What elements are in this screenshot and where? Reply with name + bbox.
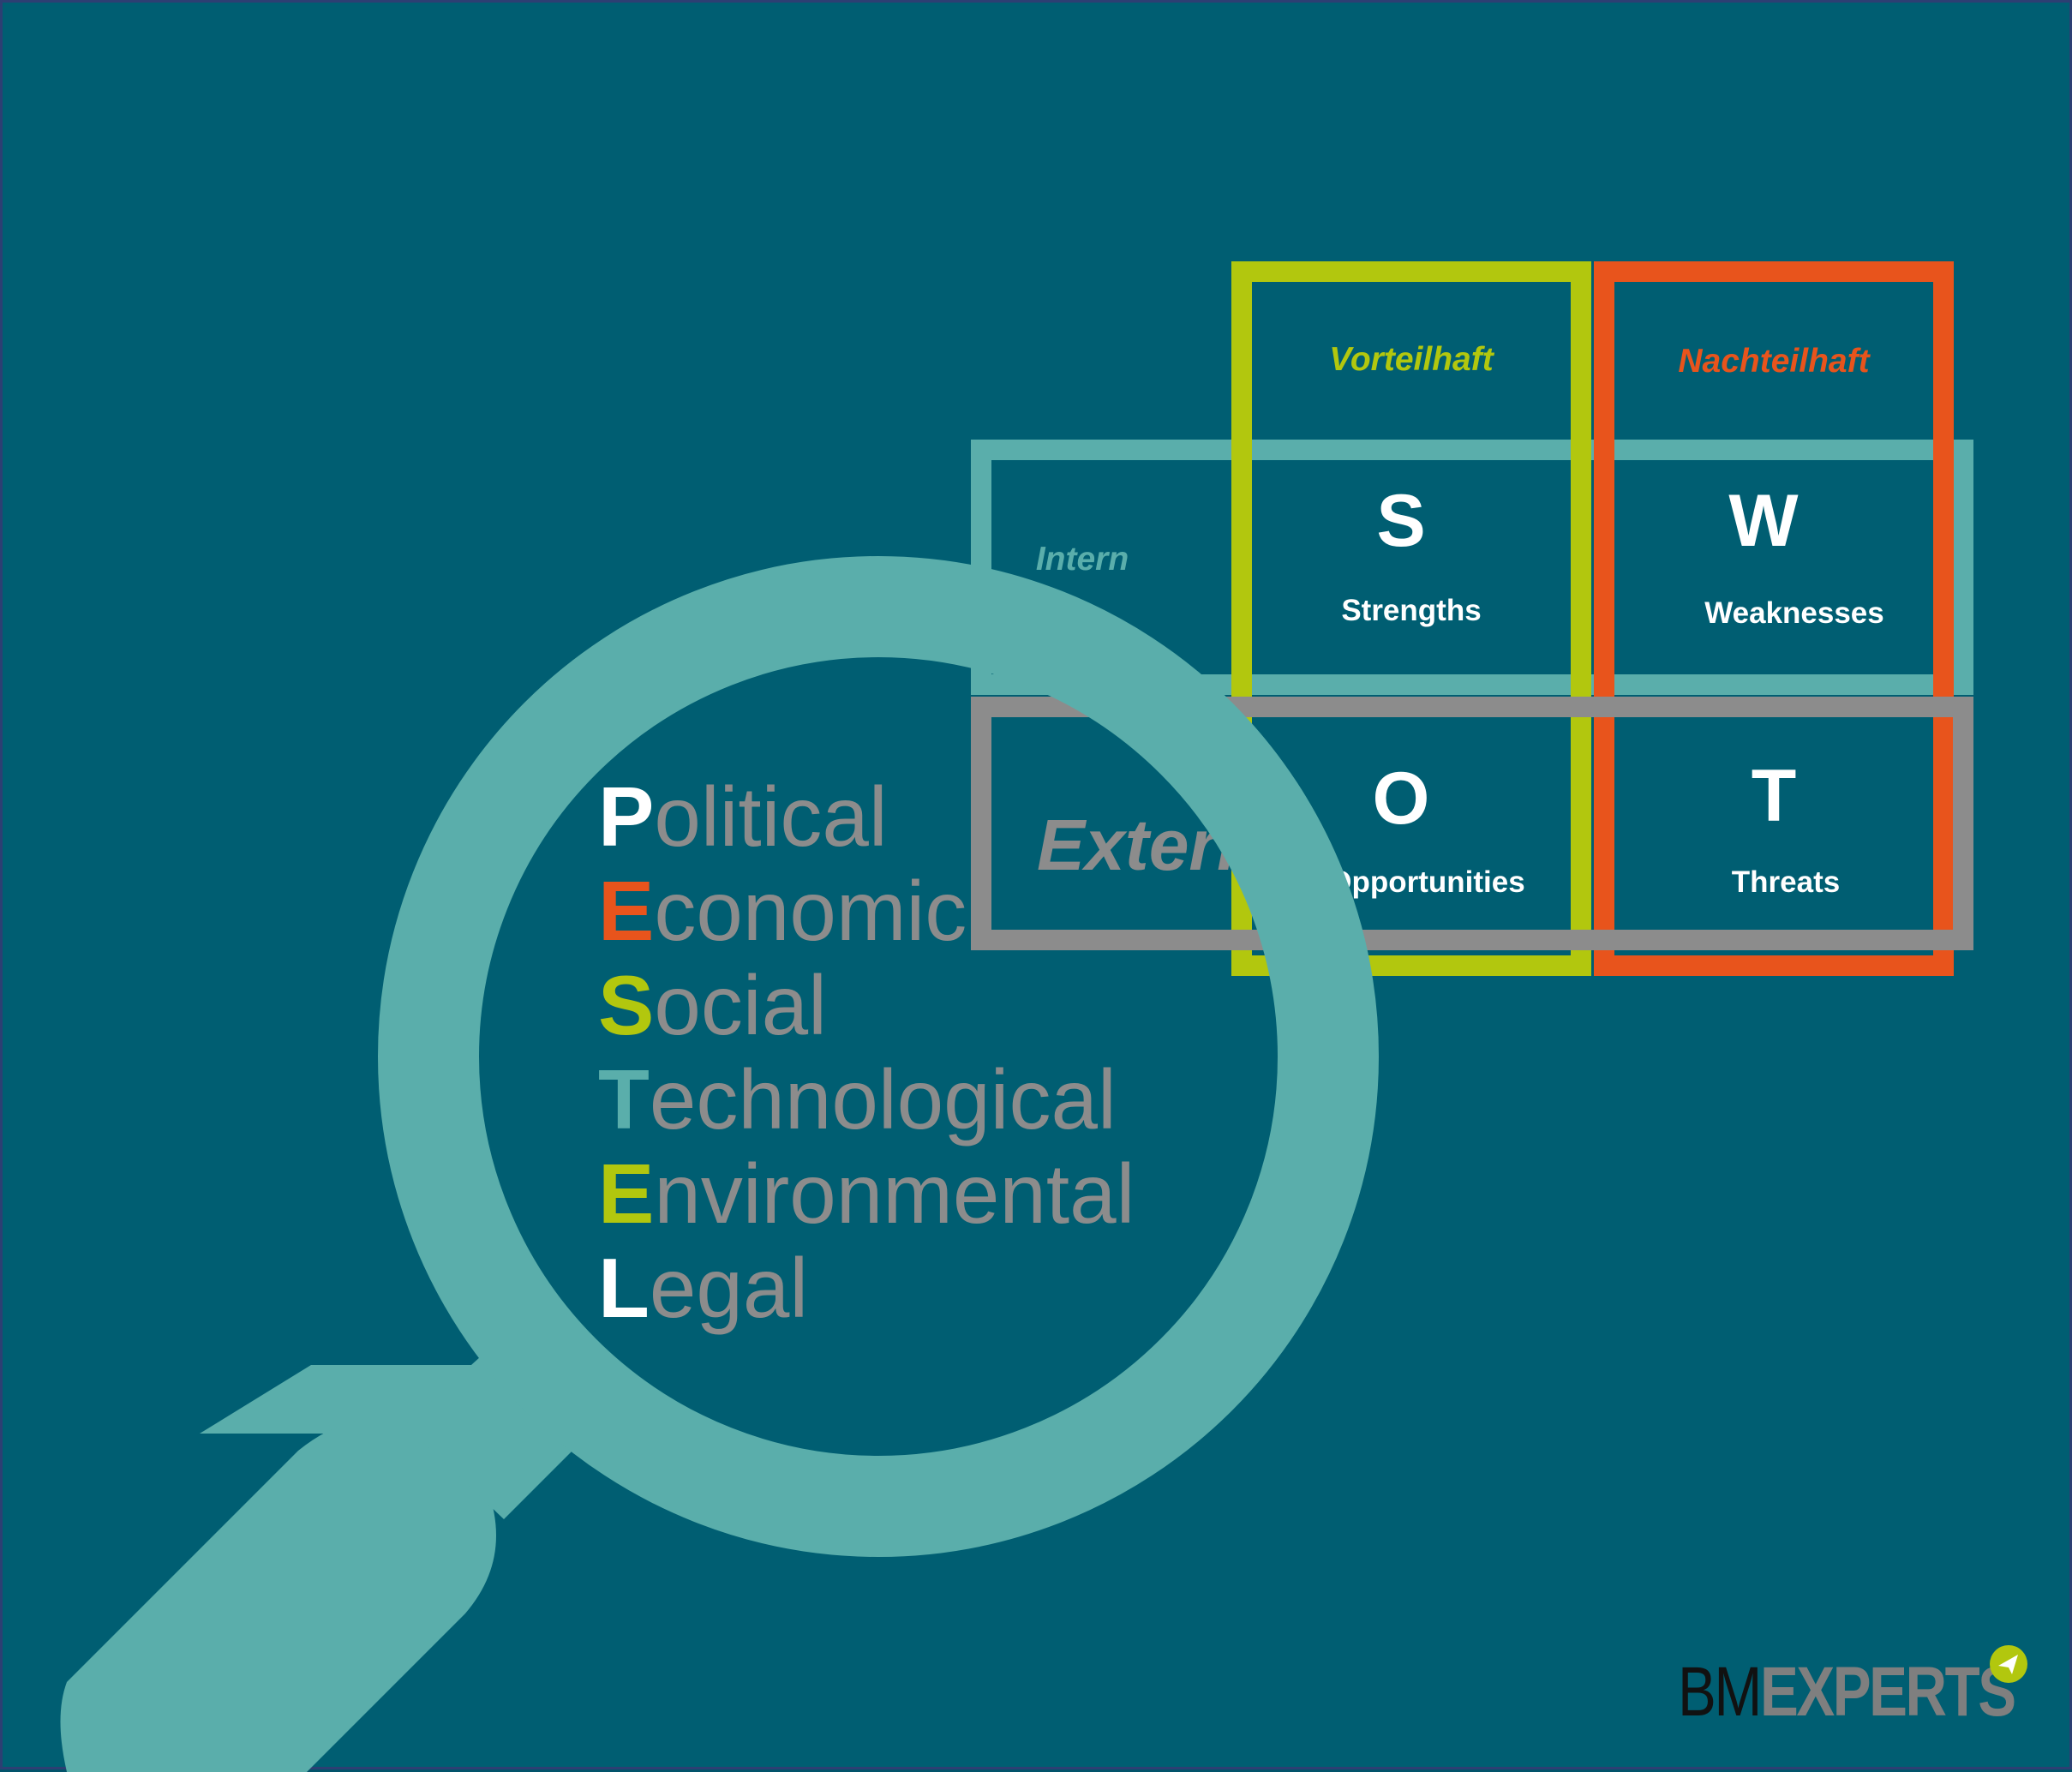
pestel-initial: E [598, 1146, 655, 1241]
pestel-initial: L [598, 1241, 650, 1335]
row-header-internal: Intern [1035, 541, 1129, 578]
pestel-initial: S [598, 958, 655, 1052]
swot-word-threats: Threats [1731, 865, 1841, 899]
swot-word-strengths: Strengths [1341, 594, 1482, 627]
magnifier-icon [60, 556, 1379, 1772]
swot-letter-w: W [1728, 480, 1799, 562]
disadvantageous-column-frame [1594, 261, 1954, 976]
pestel-item: Environmental [598, 1146, 1135, 1241]
pestel-item: Political [598, 769, 1135, 864]
pestel-item: Economic [598, 864, 1135, 958]
swot-letter-t: T [1751, 755, 1797, 837]
magnifier-handle-grip [60, 1418, 496, 1772]
logo-part-experts: EXPERTS [1759, 1653, 2016, 1731]
magnifier-handle [200, 1365, 482, 1434]
column-header-advantageous: Vorteilhaft [1329, 341, 1494, 378]
pestel-rest: egal [649, 1241, 809, 1335]
pestel-initial: P [598, 769, 655, 864]
pestel-item: Legal [598, 1241, 1135, 1335]
pestel-initial: T [598, 1052, 650, 1146]
swot-letter-s: S [1376, 480, 1426, 562]
swot-word-weaknesses: Weaknesses [1704, 596, 1884, 630]
swot-letter-o: O [1372, 757, 1430, 840]
column-header-disadvantageous: Nachteilhaft [1678, 343, 1870, 380]
pestel-item: Technological [598, 1052, 1135, 1146]
bmexperts-logo: BMEXPERTS [1678, 1652, 2016, 1733]
logo-part-bm: BM [1678, 1653, 1762, 1731]
pestel-rest: nvironmental [654, 1146, 1135, 1241]
pestel-item: Social [598, 958, 1135, 1052]
pestel-initial: E [598, 864, 655, 958]
swot-word-opportunities: Opportunities [1328, 865, 1525, 899]
magnifier-ring [378, 556, 1379, 1557]
pestel-rest: echnological [649, 1052, 1117, 1146]
paper-plane-icon [1990, 1645, 2027, 1683]
pestel-rest: ocial [654, 958, 827, 1052]
pestel-rest: conomic [654, 864, 967, 958]
pestel-rest: olitical [654, 769, 888, 864]
